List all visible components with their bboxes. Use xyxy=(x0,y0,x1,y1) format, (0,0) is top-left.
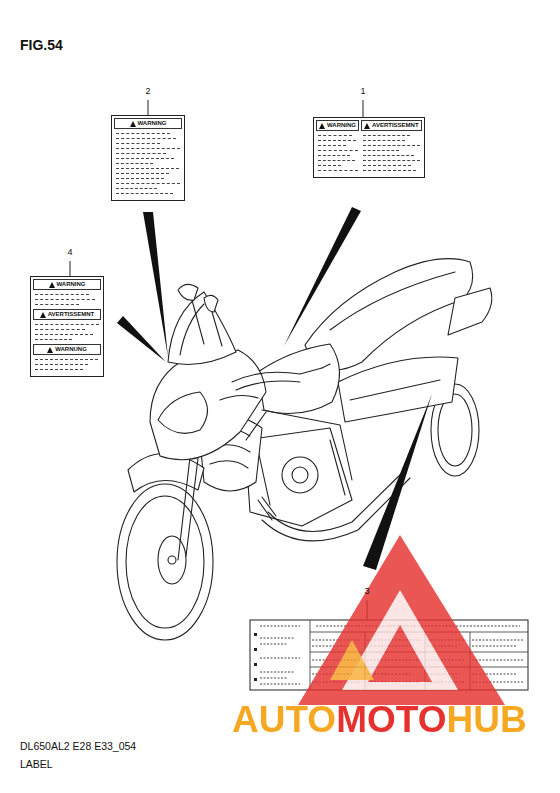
leader-wedge xyxy=(284,207,361,346)
warning-header: WARNUNG xyxy=(33,344,101,355)
sticker-section: WARNING xyxy=(33,279,101,307)
section-name: LABEL xyxy=(20,759,53,771)
warning-icon xyxy=(49,282,55,288)
label-sticker: WARNING AVERTISSEMNT xyxy=(313,117,425,178)
text-line xyxy=(318,165,341,166)
sticker-column: WARNING xyxy=(114,118,182,196)
warning-heading: WARNING xyxy=(57,281,86,288)
text-line xyxy=(363,140,405,141)
text-line xyxy=(318,135,352,136)
text-line xyxy=(116,158,174,159)
text-line xyxy=(318,150,358,151)
text-line xyxy=(35,369,83,370)
sticker-section: WARNING AVERTISSEMNT xyxy=(316,120,422,173)
sticker-section: WARNING xyxy=(114,118,182,196)
text-line xyxy=(318,160,355,161)
sticker-column: WARNUNG xyxy=(33,344,101,372)
text-line xyxy=(363,165,411,166)
text-line xyxy=(318,170,358,171)
watermark: AUTOMOTOHUB xyxy=(232,700,527,741)
warning-icon xyxy=(130,121,136,127)
callout-number: 1 xyxy=(360,87,365,97)
sticker-column: WARNING xyxy=(316,120,359,173)
text-line xyxy=(116,193,173,194)
text-line xyxy=(116,148,180,149)
sticker-column: AVERTISSEMNT xyxy=(361,120,422,173)
leader-wedge xyxy=(117,316,166,362)
text-line xyxy=(363,150,399,151)
text-line xyxy=(116,133,170,134)
text-line xyxy=(116,143,160,144)
callout-tick xyxy=(70,100,367,620)
motorcycle-outline xyxy=(117,259,492,640)
text-line xyxy=(363,160,420,161)
callout-number: 4 xyxy=(67,248,72,258)
text-line xyxy=(363,135,410,136)
warning-heading: WARNUNG xyxy=(55,346,87,353)
warning-icon xyxy=(40,312,46,318)
text-line xyxy=(35,294,89,295)
text-line xyxy=(35,299,95,300)
text-line xyxy=(35,324,99,325)
sticker-section: AVERTISSEMNT xyxy=(33,309,101,342)
warning-heading: AVERTISSEMNT xyxy=(48,311,95,318)
text-line xyxy=(116,183,180,184)
label-sticker: WARNING xyxy=(111,115,185,201)
text-line xyxy=(116,153,166,154)
text-line xyxy=(318,155,350,156)
text-line xyxy=(116,163,153,164)
text-line xyxy=(35,359,98,360)
warning-heading: WARNING xyxy=(138,120,167,127)
text-line xyxy=(116,178,164,179)
sticker-column: WARNING xyxy=(33,279,101,307)
text-line xyxy=(116,138,176,139)
text-line xyxy=(363,145,420,146)
warning-heading: WARNING xyxy=(327,122,356,129)
text-line xyxy=(363,155,414,156)
callout-number: 2 xyxy=(145,87,150,97)
text-line xyxy=(35,304,79,305)
warning-header: WARNING xyxy=(114,118,182,129)
sticker-column: AVERTISSEMNT xyxy=(33,309,101,342)
warning-icon xyxy=(47,347,53,353)
warning-header: WARNING xyxy=(316,120,359,131)
figure-title: FIG.54 xyxy=(20,38,63,53)
text-line xyxy=(116,188,157,189)
leader-wedge xyxy=(143,212,168,357)
warning-heading: AVERTISSEMNT xyxy=(372,122,419,129)
warning-header: AVERTISSEMNT xyxy=(361,120,422,131)
callout-number: 3 xyxy=(364,587,369,597)
text-line xyxy=(35,329,85,330)
warning-header: AVERTISSEMNT xyxy=(33,309,101,320)
text-line xyxy=(318,145,346,146)
text-line xyxy=(116,168,179,169)
warning-icon xyxy=(319,123,325,129)
leader-wedge xyxy=(117,207,432,570)
warning-header: WARNING xyxy=(33,279,101,290)
text-line xyxy=(35,334,93,335)
text-line xyxy=(35,364,88,365)
warning-icon xyxy=(364,123,370,129)
text-line xyxy=(363,170,416,171)
watermark-logo xyxy=(298,535,505,705)
model-code: DL650AL2 E28 E33_054 xyxy=(20,741,136,753)
label-sticker: WARNING AVERTISSEMNT WARNUNG xyxy=(30,276,104,377)
text-line xyxy=(116,173,169,174)
text-line xyxy=(35,339,72,340)
sticker-section: WARNUNG xyxy=(33,344,101,372)
text-line xyxy=(318,140,356,141)
